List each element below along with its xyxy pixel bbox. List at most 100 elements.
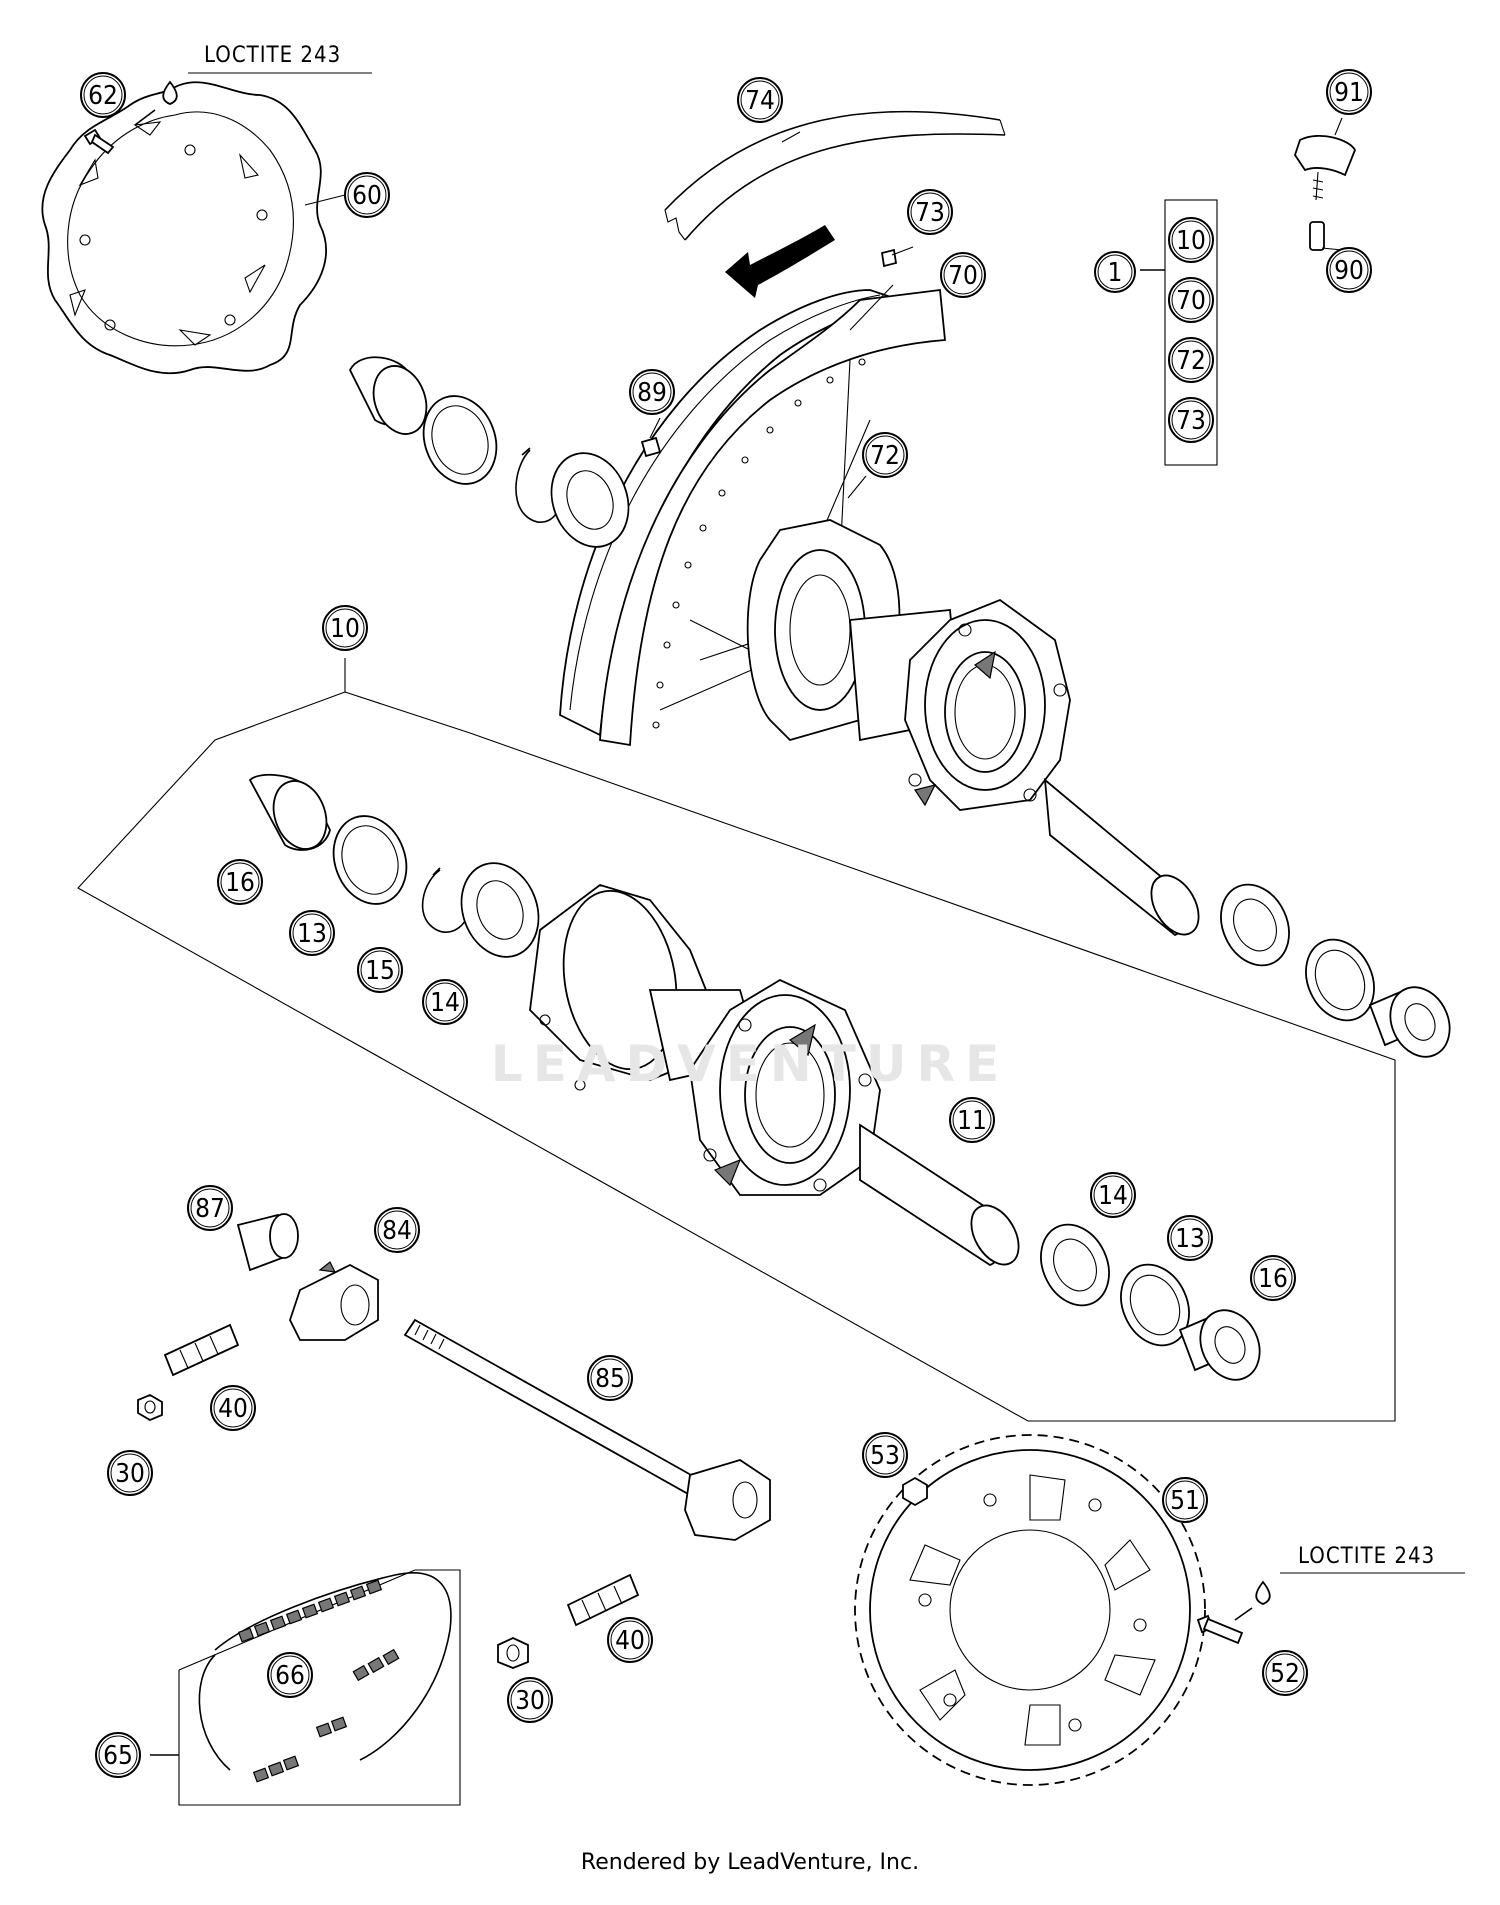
callout-60: 60 bbox=[344, 172, 390, 218]
kit-bracket bbox=[1140, 199, 1218, 466]
callout-labels: 62 60 74 73 70 89 72 1 10 70 72 73 91 90 10 16 13 15 14 11 1… bbox=[80, 69, 1372, 1778]
callout-72: 72 bbox=[1168, 337, 1214, 383]
callout-number: 11 bbox=[957, 1106, 987, 1136]
callout-10: 10 bbox=[322, 605, 368, 651]
callout-number: 87 bbox=[195, 1194, 225, 1224]
chain-kit bbox=[150, 1569, 461, 1806]
callout-number: 51 bbox=[1170, 1486, 1200, 1516]
hub-kit-parts bbox=[248, 773, 1261, 1381]
adjusting-screw-40b bbox=[566, 1573, 640, 1627]
leader-lines bbox=[304, 117, 1343, 499]
callout-number: 14 bbox=[430, 988, 460, 1018]
chain-adjuster-84 bbox=[289, 1261, 379, 1341]
callout-66: 66 bbox=[267, 1652, 313, 1698]
valve-cap bbox=[1294, 135, 1356, 201]
loctite-drop-icon bbox=[134, 80, 178, 126]
callout-90: 90 bbox=[1326, 247, 1372, 293]
callout-number: 73 bbox=[1176, 406, 1206, 436]
callout-30: 30 bbox=[507, 1677, 553, 1723]
sprocket-nut-53 bbox=[902, 1476, 928, 1507]
rim-tape bbox=[664, 110, 1006, 241]
hub-assembly-top bbox=[348, 356, 1451, 1058]
callout-number: 62 bbox=[88, 81, 118, 111]
callout-number: 70 bbox=[1176, 286, 1206, 316]
callout-13: 13 bbox=[289, 910, 335, 956]
callout-number: 1 bbox=[1108, 258, 1123, 288]
callout-11: 11 bbox=[949, 1097, 995, 1143]
nut-30a bbox=[137, 1393, 163, 1422]
loctite-drop-icon bbox=[1234, 1580, 1271, 1621]
rotation-arrow-icon bbox=[725, 225, 835, 298]
callout-52: 52 bbox=[1262, 1650, 1308, 1696]
callout-51: 51 bbox=[1162, 1477, 1208, 1523]
callout-number: 16 bbox=[225, 868, 255, 898]
callout-62: 62 bbox=[80, 72, 126, 118]
callout-number: 15 bbox=[365, 956, 395, 986]
callout-14: 14 bbox=[422, 979, 468, 1025]
callout-16: 16 bbox=[1250, 1255, 1296, 1301]
callout-70: 70 bbox=[940, 252, 986, 298]
callout-30: 30 bbox=[107, 1450, 153, 1496]
disc-bolt bbox=[83, 128, 115, 155]
callout-73: 73 bbox=[1168, 397, 1214, 443]
footer-credit: Rendered by LeadVenture, Inc. bbox=[580, 1850, 920, 1875]
callout-number: 74 bbox=[745, 86, 775, 116]
callout-1: 1 bbox=[1094, 251, 1136, 293]
callout-number: 72 bbox=[1176, 346, 1206, 376]
callout-74: 74 bbox=[737, 77, 783, 123]
brake-disc bbox=[41, 81, 327, 375]
callout-number: 10 bbox=[330, 614, 360, 644]
callout-number: 13 bbox=[1175, 1224, 1205, 1254]
callout-53: 53 bbox=[862, 1432, 908, 1478]
callout-number: 91 bbox=[1334, 78, 1364, 108]
callout-87: 87 bbox=[187, 1185, 233, 1231]
watermark: LEADVENTURE bbox=[490, 1035, 1010, 1093]
nut-30b bbox=[497, 1637, 529, 1669]
callout-10: 10 bbox=[1168, 217, 1214, 263]
callout-number: 40 bbox=[615, 1626, 645, 1656]
callout-65: 65 bbox=[95, 1732, 141, 1778]
callout-number: 30 bbox=[515, 1686, 545, 1716]
callout-40: 40 bbox=[607, 1617, 653, 1663]
loctite-note-top: LOCTITE 243 bbox=[204, 43, 341, 68]
hub-kit-outline bbox=[77, 658, 1396, 1422]
callout-number: 89 bbox=[637, 378, 667, 408]
callout-number: 14 bbox=[1098, 1181, 1128, 1211]
loctite-note-bottom: LOCTITE 243 bbox=[1298, 1544, 1435, 1569]
rim-lock-nut bbox=[640, 436, 662, 458]
callout-number: 40 bbox=[218, 1394, 248, 1424]
callout-number: 84 bbox=[382, 1216, 412, 1246]
callout-number: 70 bbox=[948, 261, 978, 291]
callout-91: 91 bbox=[1326, 69, 1372, 115]
callout-14: 14 bbox=[1090, 1172, 1136, 1218]
callout-73: 73 bbox=[907, 189, 953, 235]
callout-72: 72 bbox=[862, 432, 908, 478]
valve-core bbox=[1309, 221, 1325, 251]
callout-85: 85 bbox=[587, 1355, 633, 1401]
callout-number: 72 bbox=[870, 441, 900, 471]
callout-number: 66 bbox=[275, 1661, 305, 1691]
callout-15: 15 bbox=[357, 947, 403, 993]
callout-89: 89 bbox=[629, 369, 675, 415]
rear-sprocket bbox=[854, 1434, 1206, 1786]
sprocket-bolt-52 bbox=[1196, 1614, 1244, 1645]
callout-13: 13 bbox=[1167, 1215, 1213, 1261]
callout-84: 84 bbox=[374, 1207, 420, 1253]
callout-number: 16 bbox=[1258, 1264, 1288, 1294]
spoke-nipple bbox=[880, 248, 898, 268]
callout-number: 13 bbox=[297, 919, 327, 949]
callout-number: 90 bbox=[1334, 256, 1364, 286]
callout-40: 40 bbox=[210, 1385, 256, 1431]
callout-number: 30 bbox=[115, 1459, 145, 1489]
axle-nut-87 bbox=[236, 1213, 299, 1272]
callout-16: 16 bbox=[217, 859, 263, 905]
callout-70: 70 bbox=[1168, 277, 1214, 323]
callout-number: 60 bbox=[352, 181, 382, 211]
callout-number: 52 bbox=[1270, 1659, 1300, 1689]
callout-number: 53 bbox=[870, 1441, 900, 1471]
axle-85 bbox=[403, 1318, 771, 1541]
callout-number: 85 bbox=[595, 1364, 625, 1394]
callout-number: 10 bbox=[1176, 226, 1206, 256]
callout-number: 65 bbox=[103, 1741, 133, 1771]
